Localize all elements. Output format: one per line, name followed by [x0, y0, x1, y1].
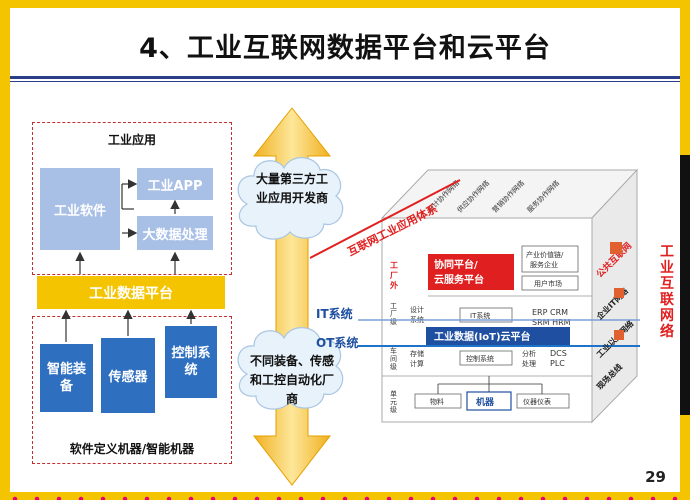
- svg-text:协同平台/: 协同平台/: [434, 258, 478, 271]
- svg-text:厂: 厂: [390, 310, 397, 318]
- it-system-label: IT系统: [316, 307, 353, 321]
- plc-label: PLC: [550, 359, 565, 368]
- svg-text:间: 间: [390, 355, 397, 363]
- storage-label: 存储: [410, 349, 424, 358]
- machine-footer: 软件定义机器/智能机器: [69, 442, 195, 456]
- middle-graphic: [237, 107, 344, 486]
- user-market-box: [521, 275, 579, 291]
- dcs-label: DCS: [550, 349, 567, 358]
- svg-text:物料: 物料: [430, 397, 444, 406]
- big-data-box: 大数据处理: [137, 216, 213, 250]
- page-title: 4、工业互联网数据平台和云平台: [139, 33, 551, 64]
- industrial-software-box: 工业软件: [40, 168, 120, 250]
- erp-crm-label: ERP CRM: [532, 308, 568, 317]
- it-system-box: [459, 307, 513, 323]
- svg-text:云服务平台: 云服务平台: [434, 273, 484, 286]
- smart-equipment-box: 智能装备: [40, 344, 93, 412]
- top-cloud-text: 大量第三方工业应用开发商: [255, 172, 328, 205]
- collab-platform-box: [428, 254, 514, 290]
- industrial-internet-label: 工业互联网络: [660, 244, 674, 340]
- bottom-cloud-text: 不同装备、传感和工控自动化厂商: [249, 354, 334, 406]
- left-arrows: [61, 179, 196, 342]
- page-number: 29: [645, 468, 666, 486]
- value-chain-box: [521, 245, 579, 273]
- control-system-box: 控制系统: [165, 326, 217, 398]
- iot-cloud-box: [426, 327, 570, 346]
- control-system-box-r: [459, 350, 513, 366]
- svg-text:控制系统: 控制系统: [466, 354, 494, 363]
- data-platform-box: 工业数据平台: [37, 276, 225, 309]
- side-bar: [680, 155, 690, 415]
- svg-text:机器: 机器: [476, 396, 495, 408]
- svg-text:级: 级: [390, 362, 397, 371]
- iiot-3d-diagram: 设计协作网络 供应协作网络 营销协作网络 服务协作网络 互联网工业应用体系 工 …: [310, 168, 640, 424]
- svg-text:计算: 计算: [410, 359, 424, 368]
- unit-level-label: 单: [390, 389, 397, 398]
- svg-text:级: 级: [390, 317, 397, 326]
- external-label: 工: [390, 261, 398, 270]
- svg-text:用户市场: 用户市场: [534, 279, 562, 288]
- svg-text:IT系统: IT系统: [470, 311, 490, 320]
- svg-text:工业数据(IoT)云平台: 工业数据(IoT)云平台: [434, 330, 531, 343]
- design-system-label: 设计: [410, 305, 424, 314]
- app-region-frame: [32, 122, 232, 275]
- app-header: 工业应用: [107, 133, 156, 147]
- svg-text:外: 外: [390, 280, 398, 290]
- analysis-label: 分析: [522, 349, 536, 358]
- instruments-box: [516, 393, 570, 409]
- title-underline: [10, 76, 680, 79]
- workshop-level-label: 车: [390, 346, 397, 355]
- sensor-box: 传感器: [101, 338, 155, 413]
- title-underline-thin: [10, 81, 680, 82]
- industrial-app-box: 工业APP: [137, 168, 213, 200]
- svg-text:服务企业: 服务企业: [530, 260, 558, 269]
- svg-text:仪器仪表: 仪器仪表: [523, 397, 551, 406]
- svg-text:级: 级: [390, 405, 397, 414]
- svg-text:产业价值链/: 产业价值链/: [526, 250, 564, 259]
- ot-system-label: OT系统: [316, 336, 359, 350]
- slide: 4、工业互联网数据平台和云平台 工业应用 工业软件 工业APP 大数据处理 工业…: [10, 8, 680, 492]
- svg-text:处理: 处理: [522, 359, 536, 368]
- svg-text:厂: 厂: [390, 271, 398, 280]
- svg-text:元: 元: [390, 398, 397, 406]
- srm-hrm-label: SRM HRM: [532, 318, 571, 327]
- plant-level-label: 工: [390, 302, 397, 310]
